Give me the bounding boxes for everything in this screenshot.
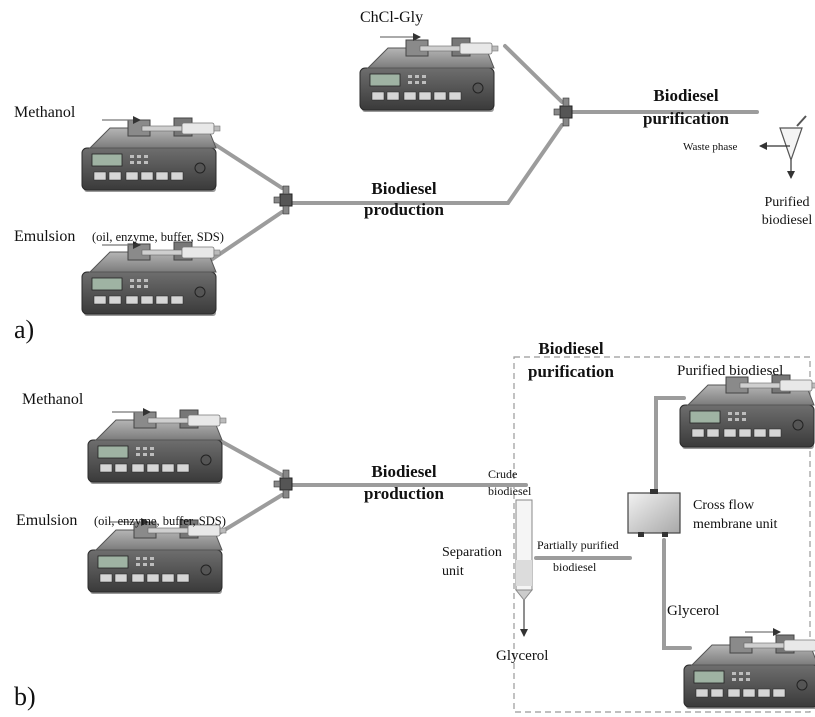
separation-funnel-a	[759, 115, 807, 179]
emulsion-detail-a: (oil, enzyme, buffer, SDS)	[92, 230, 224, 244]
cross-flow-label-1: Cross flow	[693, 498, 755, 513]
production-title-b2: production	[364, 484, 445, 503]
purified-label-a2: biodiesel	[762, 213, 813, 228]
syringe-pump-methanol-b	[87, 409, 227, 485]
panel-a: a) ChCl-Gly Methanol Emulsion (oil, enzy…	[14, 9, 812, 344]
production-title-a1: Biodiesel	[371, 179, 436, 198]
syringe-pump-glycerol-b	[683, 634, 815, 710]
waste-phase-label: Waste phase	[683, 141, 738, 153]
cross-flow-membrane-unit	[627, 489, 681, 537]
purification-box-b	[513, 356, 811, 713]
chcl-gly-label: ChCl-Gly	[360, 9, 423, 26]
panel-a-label: a)	[14, 315, 34, 344]
syringe-pump-emulsion-b	[87, 519, 227, 595]
tube-chcl-a	[503, 44, 564, 104]
methanol-label-a: Methanol	[14, 104, 76, 121]
purified-label-a1: Purified	[764, 195, 809, 210]
syringe-pump-purified-b	[679, 374, 815, 450]
methanol-label-b: Methanol	[22, 391, 84, 408]
production-title-b1: Biodiesel	[371, 462, 436, 481]
separation-unit-b	[514, 499, 534, 637]
crude-label-b1: Crude	[488, 467, 517, 481]
purification-title-b1: Biodiesel	[538, 339, 603, 358]
tube-production-a	[290, 123, 564, 205]
tube-glycerol-b	[662, 538, 692, 650]
syringe-pump-emulsion-a	[81, 241, 221, 317]
emulsion-detail-b: (oil, enzyme, buffer, SDS)	[94, 514, 226, 528]
tube-purified-b	[654, 396, 686, 495]
glycerol-label-bottom: Glycerol	[496, 648, 548, 664]
partially-purified-label-2: biodiesel	[553, 560, 597, 574]
separation-unit-label-1: Separation	[442, 545, 502, 560]
purification-title-b2: purification	[528, 362, 614, 381]
crude-label-b2: biodiesel	[488, 484, 532, 498]
tube-methanol-a	[206, 138, 284, 190]
emulsion-label-a: Emulsion	[14, 228, 75, 245]
mixer-valve-a2	[553, 97, 573, 127]
mixer-valve-a	[273, 185, 293, 215]
purified-biodiesel-label-b: Purified biodiesel	[677, 363, 783, 379]
panel-b: b) Methanol Emulsion (oil, enzyme, buffe…	[14, 339, 815, 713]
partially-purified-label-1: Partially purified	[537, 538, 619, 552]
syringe-pump-chcl-a	[359, 37, 499, 113]
syringe-pump-methanol-a	[81, 117, 221, 193]
panel-b-label: b)	[14, 682, 36, 711]
emulsion-label-b: Emulsion	[16, 512, 77, 529]
glycerol-label-right: Glycerol	[667, 603, 719, 619]
production-title-a2: production	[364, 200, 445, 219]
tube-emulsion-a	[206, 210, 284, 264]
purification-title-a1: Biodiesel	[653, 86, 718, 105]
purification-title-a2: purification	[643, 109, 729, 128]
separation-unit-label-2: unit	[442, 564, 464, 579]
cross-flow-label-2: membrane unit	[693, 517, 777, 532]
